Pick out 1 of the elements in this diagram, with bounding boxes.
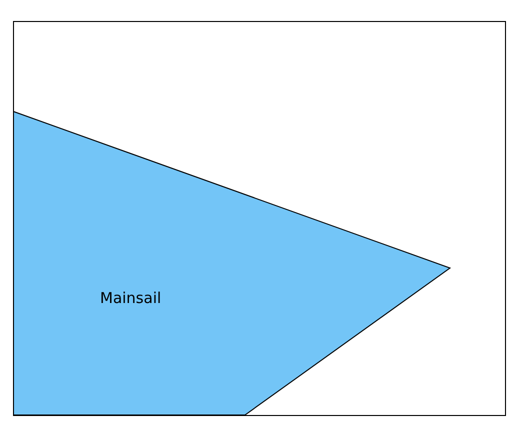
sail-label: Mainsail: [100, 289, 162, 307]
